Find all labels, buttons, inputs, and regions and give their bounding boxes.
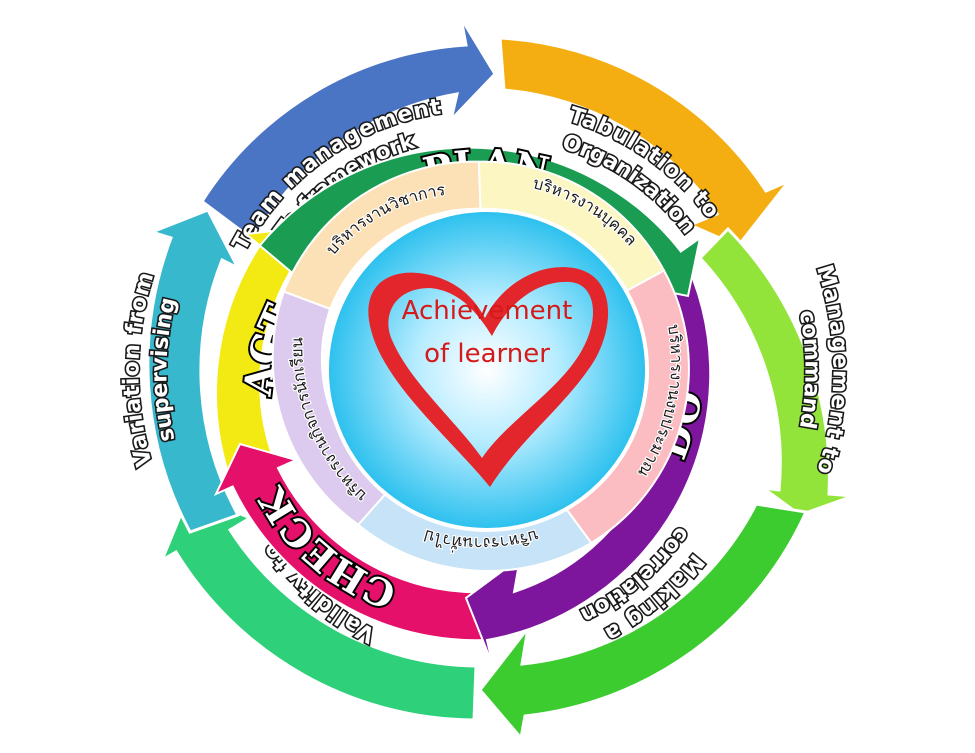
center-core: Achievement of learner [325, 208, 649, 532]
outer-arrow-management-command: Management to command [697, 226, 854, 517]
center-label-line2: of learner [424, 339, 550, 369]
center-label-line1: Achievement [402, 296, 573, 326]
heart-icon [368, 267, 609, 487]
